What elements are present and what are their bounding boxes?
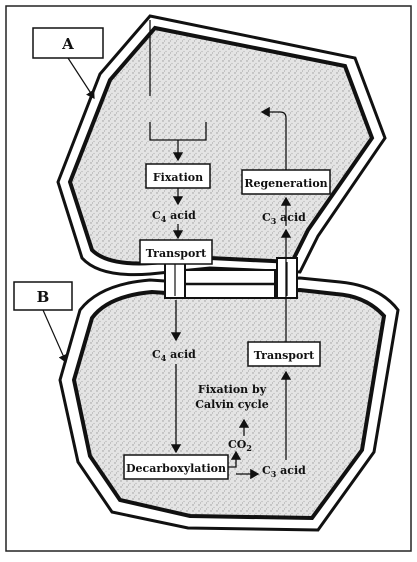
calvin-fixation-line2: Calvin cycle <box>195 398 268 411</box>
regeneration-step: Regeneration <box>242 170 330 194</box>
fixation-label: Fixation <box>153 171 203 184</box>
mesophyll-transport-step: Transport <box>140 240 212 264</box>
bundle-sheath-c4-acid: C4 acid <box>152 348 196 363</box>
bundle-sheath-transport-step: Transport <box>248 342 320 366</box>
mesophyll-c3-acid: C3 acid <box>262 211 306 226</box>
mesophyll-c4-acid: C4 acid <box>152 209 196 224</box>
label-a-text: A <box>61 35 74 53</box>
decarboxylation-label: Decarboxylation <box>126 462 226 475</box>
calvin-fixation-line1: Fixation by <box>198 383 267 396</box>
mesophyll-transport-label: Transport <box>146 247 207 260</box>
regeneration-label: Regeneration <box>244 177 327 190</box>
bundle-sheath-c3-acid: C3 acid <box>262 464 306 479</box>
label-b-text: B <box>37 288 50 306</box>
bundle-sheath-transport-label: Transport <box>254 349 315 362</box>
fixation-step: Fixation <box>146 164 210 188</box>
decarboxylation-step: Decarboxylation <box>124 455 228 479</box>
